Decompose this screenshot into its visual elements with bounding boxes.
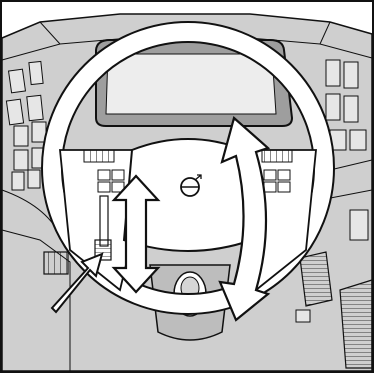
steering-adjustment-illustration xyxy=(0,0,374,373)
illustration-canvas xyxy=(0,0,374,373)
